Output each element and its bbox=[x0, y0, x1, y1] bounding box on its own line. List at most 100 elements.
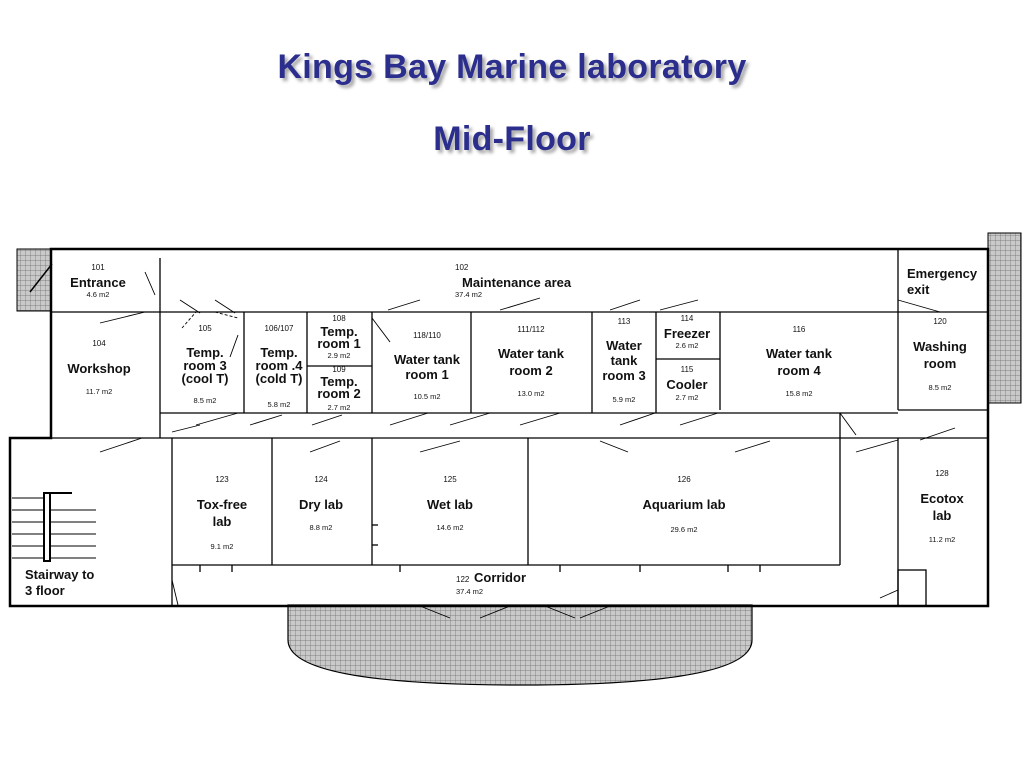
room-name: room 2 bbox=[509, 363, 552, 378]
outer-walls bbox=[8, 247, 990, 608]
room-area: 5.8 m2 bbox=[268, 400, 291, 409]
right-balcony bbox=[987, 232, 1022, 404]
room-name: Washing bbox=[913, 339, 967, 354]
room-name: Maintenance area bbox=[462, 275, 572, 290]
room-name: room 1 bbox=[405, 367, 448, 382]
room-name: Water tank bbox=[766, 346, 833, 361]
room-number: 114 bbox=[681, 314, 694, 323]
room-number: 101 bbox=[91, 263, 105, 272]
room-name: room 1 bbox=[317, 336, 360, 351]
room-area: 10.5 m2 bbox=[413, 392, 440, 401]
room-stairway: Stairway to3 floor bbox=[25, 567, 94, 598]
room-name: room 3 bbox=[602, 368, 645, 383]
room-number: 105 bbox=[198, 324, 212, 333]
room-number: 102 bbox=[455, 263, 469, 272]
room-name: 3 floor bbox=[25, 583, 65, 598]
door-swings bbox=[99, 271, 956, 619]
room-area: 11.2 m2 bbox=[929, 535, 956, 544]
hatched-structures bbox=[16, 232, 1022, 686]
room-name: (cold T) bbox=[256, 371, 303, 386]
room-number: 120 bbox=[933, 317, 947, 326]
aquarium-extension bbox=[287, 604, 753, 686]
room-area: 8.5 m2 bbox=[929, 383, 952, 392]
room-name: Water tank bbox=[394, 352, 461, 367]
plan-subtitle: Mid-Floor bbox=[433, 120, 591, 158]
room-name: Cooler bbox=[666, 377, 707, 392]
room-name: Water tank bbox=[498, 346, 565, 361]
room-name: room 4 bbox=[777, 363, 821, 378]
room-number: 126 bbox=[677, 475, 691, 484]
room-area: 2.9 m2 bbox=[328, 351, 351, 360]
room-number: 111/112 bbox=[517, 325, 545, 334]
room-name: room bbox=[924, 356, 957, 371]
stairway-steps bbox=[12, 492, 96, 562]
room-name: Water bbox=[606, 338, 642, 353]
room-name: Wet lab bbox=[427, 497, 473, 512]
room-number: 109 bbox=[332, 365, 346, 374]
room-area: 11.7 m2 bbox=[86, 387, 113, 396]
room-number: 108 bbox=[332, 314, 346, 323]
room-area: 29.6 m2 bbox=[670, 525, 697, 534]
room-name: Temp. bbox=[260, 345, 297, 360]
room-name: Stairway to bbox=[25, 567, 94, 582]
room-number: 118/110 bbox=[413, 331, 441, 340]
room-name: Ecotox bbox=[920, 491, 964, 506]
room-area: 37.4 m2 bbox=[455, 290, 482, 299]
room-number: 123 bbox=[215, 475, 229, 484]
room-name: Emergency bbox=[907, 266, 978, 281]
room-name: Corridor bbox=[474, 570, 526, 585]
room-name: Workshop bbox=[67, 361, 130, 376]
room-area: 2.7 m2 bbox=[676, 393, 699, 402]
room-number: 124 bbox=[314, 475, 328, 484]
room-area: 14.6 m2 bbox=[436, 523, 463, 532]
room-name: (cool T) bbox=[182, 371, 229, 386]
room-number: 116 bbox=[793, 325, 806, 334]
room-area: 8.5 m2 bbox=[194, 396, 217, 405]
room-area: 4.6 m2 bbox=[87, 290, 110, 299]
room-area: 13.0 m2 bbox=[517, 389, 544, 398]
room-name: Entrance bbox=[70, 275, 126, 290]
room-name: Temp. bbox=[186, 345, 223, 360]
room-name: Freezer bbox=[664, 326, 710, 341]
room-name: room 2 bbox=[317, 386, 360, 401]
room-area: 8.8 m2 bbox=[310, 523, 333, 532]
room-name: tank bbox=[611, 353, 639, 368]
room-number: 106/107 bbox=[265, 324, 294, 333]
room-number: 115 bbox=[681, 365, 694, 374]
room-number: 113 bbox=[618, 317, 631, 326]
room-area: 15.8 m2 bbox=[785, 389, 812, 398]
room-number: 125 bbox=[443, 475, 457, 484]
room-name: Aquarium lab bbox=[642, 497, 725, 512]
room-number: 128 bbox=[935, 469, 949, 478]
room-number: 104 bbox=[92, 339, 106, 348]
interior-walls bbox=[51, 249, 988, 607]
room-name: Tox-free bbox=[197, 497, 247, 512]
room-name: Temp. bbox=[320, 374, 357, 389]
room-area: 37.4 m2 bbox=[456, 587, 483, 596]
room-name: room 3 bbox=[183, 358, 226, 373]
room-area: 9.1 m2 bbox=[211, 542, 234, 551]
plan-title: Kings Bay Marine laboratory bbox=[277, 48, 747, 86]
room-name: exit bbox=[907, 282, 930, 297]
room-name: room .4 bbox=[256, 358, 304, 373]
